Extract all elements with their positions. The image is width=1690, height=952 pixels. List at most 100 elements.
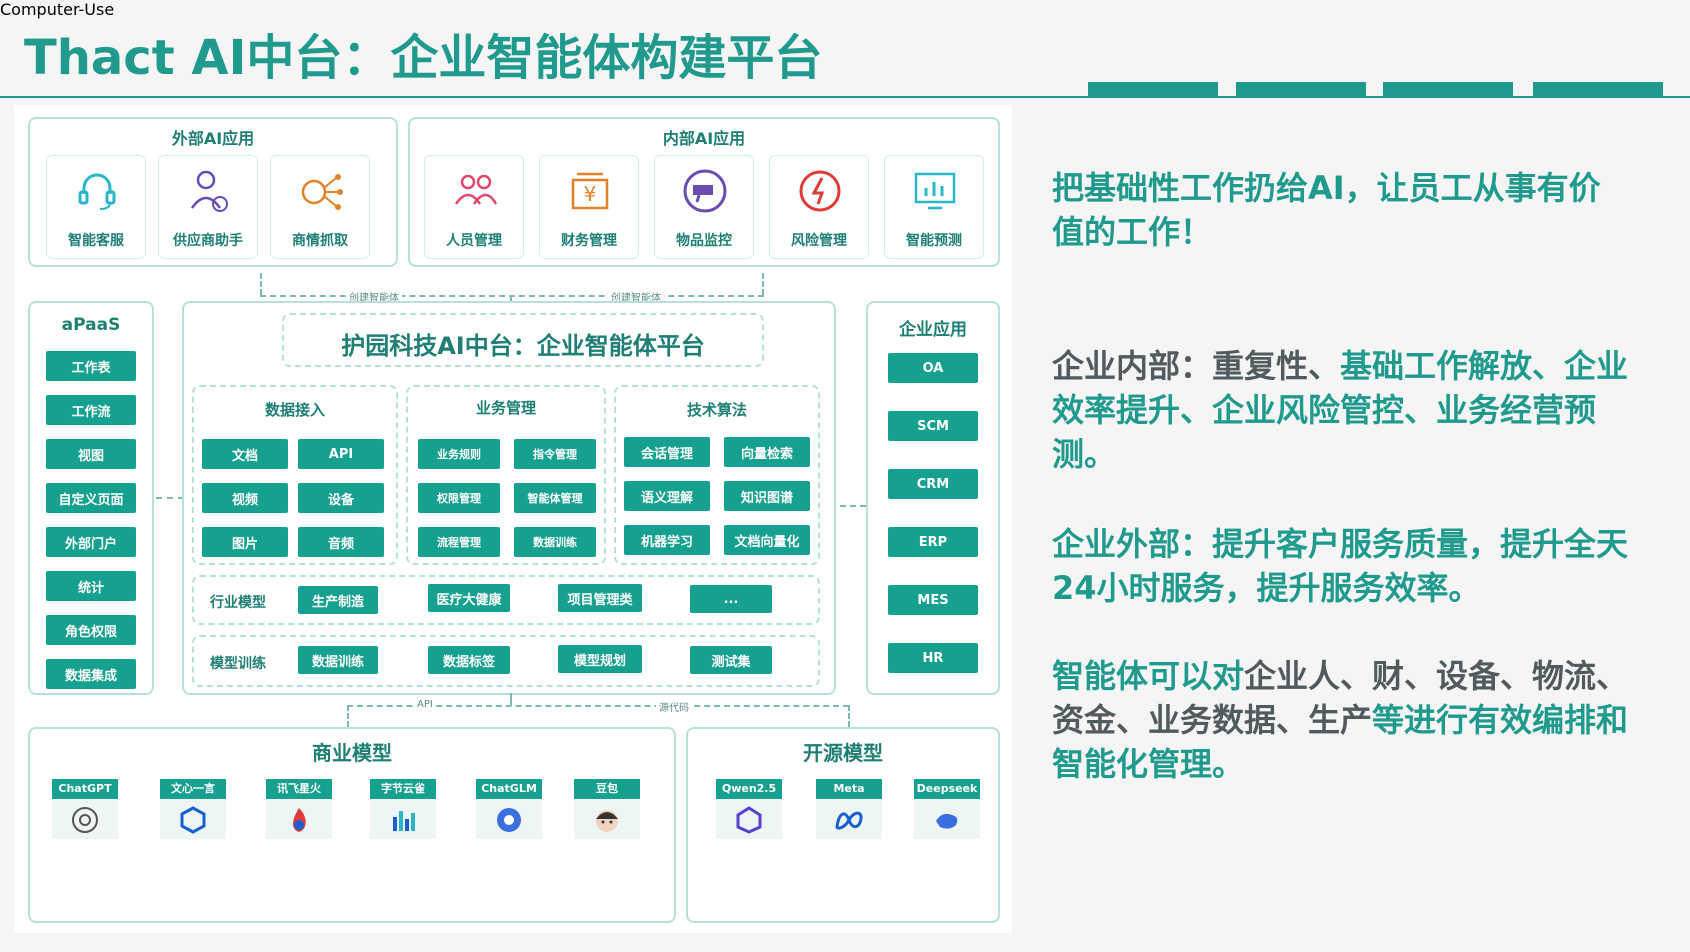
business-item[interactable]: 智能体管理 [514, 483, 596, 513]
connector-label: 创建智能体 [346, 289, 402, 304]
apaas-title: aPaaS [61, 315, 121, 335]
apaas-item-role-permissions[interactable]: 角色权限 [46, 615, 136, 645]
model-doubao[interactable]: 豆包 [574, 779, 640, 839]
connector [510, 693, 512, 705]
network-scrape-icon [301, 174, 343, 210]
bytedance-logo-icon [393, 811, 415, 831]
data-access-title: 数据接入 [264, 401, 325, 419]
connector [260, 273, 262, 295]
data-access-item[interactable]: 文档 [202, 439, 288, 469]
page-title: Thact AI中台：企业智能体构建平台 [24, 30, 823, 86]
model-training-label: 模型训练 [210, 656, 266, 672]
tech-item[interactable]: 会话管理 [624, 437, 710, 467]
app-card-finance-management[interactable]: ¥ 财务管理 [539, 155, 639, 259]
external-ai-apps-title: 外部AI应用 [171, 129, 255, 148]
model-meta[interactable]: Meta [816, 779, 882, 839]
tech-item[interactable]: 知识图谱 [724, 481, 810, 511]
doubao-logo-icon [596, 810, 618, 832]
header-divider [0, 96, 1690, 98]
tech-item[interactable]: 向量检索 [724, 437, 810, 467]
app-card-supplier-assistant[interactable]: 供应商助手 [158, 155, 258, 259]
app-card-label: 财务管理 [561, 233, 617, 249]
connector [347, 705, 349, 727]
data-access-item[interactable]: 视频 [202, 483, 288, 513]
model-bytedance-skylark[interactable]: 字节云雀 [370, 779, 436, 839]
model-qwen[interactable]: Qwen2.5 [716, 779, 782, 839]
spark-logo-icon [292, 808, 306, 832]
business-item[interactable]: 数据训练 [514, 527, 596, 557]
model-training-item[interactable]: 模型规划 [558, 645, 642, 673]
tech-item[interactable]: 文档向量化 [724, 525, 810, 555]
tech-algorithm-group: 技术算法 会话管理 向量检索 语义理解 知识图谱 机器学习 文档向量化 [614, 385, 820, 565]
model-xunfei-spark[interactable]: 讯飞星火 [266, 779, 332, 839]
model-training-item[interactable]: 数据标签 [428, 646, 510, 674]
apaas-item-data-integration[interactable]: 数据集成 [46, 659, 136, 689]
app-card-label: 物品监控 [676, 233, 732, 249]
data-access-item[interactable]: 图片 [202, 527, 288, 557]
model-training-item[interactable]: 数据训练 [298, 646, 378, 674]
svg-text:¥: ¥ [584, 182, 597, 206]
business-item[interactable]: 业务规则 [418, 439, 500, 469]
paragraph-agents-prefix: 智能体可以对 [1052, 657, 1245, 695]
model-training-item[interactable]: 测试集 [690, 646, 772, 674]
tech-item[interactable]: 机器学习 [624, 525, 710, 555]
enterprise-app-erp[interactable]: ERP [888, 527, 978, 557]
connector-label: API [414, 699, 436, 710]
model-deepseek[interactable]: Deepseek [914, 779, 980, 839]
industry-model-item[interactable]: ... [690, 585, 772, 613]
business-item[interactable]: 流程管理 [418, 527, 500, 557]
apaas-item-workflow[interactable]: 工作流 [46, 395, 136, 425]
business-management-title: 业务管理 [475, 399, 536, 417]
headline-text: 把基础性工作扔给AI，让员工从事有价值的工作！ [1052, 169, 1601, 251]
apaas-item-portal[interactable]: 外部门户 [46, 527, 136, 557]
connector [260, 295, 764, 297]
apaas-item-worksheet[interactable]: 工作表 [46, 351, 136, 381]
data-access-item[interactable]: 音频 [298, 527, 384, 557]
apaas-item-view[interactable]: 视图 [46, 439, 136, 469]
enterprise-apps-title: 企业应用 [899, 320, 967, 340]
deepseek-logo-icon [936, 813, 958, 829]
chatglm-logo-icon [497, 808, 521, 832]
app-card-label: 商情抓取 [292, 233, 348, 249]
model-training-row: 模型训练 数据训练 数据标签 模型规划 测试集 [192, 635, 820, 687]
industry-model-item[interactable]: 项目管理类 [558, 584, 642, 612]
architecture-diagram: 外部AI应用 智能客服 供应商助手 商情抓取 内部AI应用 人员管理 ¥ 财务管… [14, 105, 1012, 933]
model-label: Meta [816, 779, 882, 799]
model-wenxin[interactable]: 文心一言 [160, 779, 226, 839]
ai-platform-panel: 护园科技AI中台：企业智能体平台 数据接入 文档 API 视频 设备 图片 音频… [182, 301, 836, 695]
internal-ai-apps-title: 内部AI应用 [662, 129, 746, 148]
model-chatgpt[interactable]: ChatGPT [52, 779, 118, 839]
data-access-item[interactable]: API [298, 439, 384, 469]
connector [848, 705, 850, 727]
apaas-item-custom-page[interactable]: 自定义页面 [46, 483, 136, 513]
yen-icon: ¥ [571, 172, 609, 210]
paragraph-agents-suffix: 等进行有效编排和智能化管理。 [1052, 701, 1629, 783]
app-card-risk-management[interactable]: 风险管理 [769, 155, 869, 259]
model-chatglm[interactable]: ChatGLM [476, 779, 542, 839]
supplier-person-icon [190, 170, 228, 212]
app-card-hr-management[interactable]: 人员管理 [424, 155, 524, 259]
tech-item[interactable]: 语义理解 [624, 481, 710, 511]
industry-model-item[interactable]: 生产制造 [298, 586, 378, 614]
data-access-group: 数据接入 文档 API 视频 设备 图片 音频 [192, 385, 398, 565]
app-card-customer-service[interactable]: 智能客服 [46, 155, 146, 259]
industry-model-item[interactable]: 医疗大健康 [428, 584, 510, 612]
enterprise-app-crm[interactable]: CRM [888, 469, 978, 499]
app-card-market-scrape[interactable]: 商情抓取 [270, 155, 370, 259]
app-card-item-monitoring[interactable]: 物品监控 [654, 155, 754, 259]
business-item[interactable]: 指令管理 [514, 439, 596, 469]
header-accent-bar [1236, 82, 1366, 96]
apaas-item-statistics[interactable]: 统计 [46, 571, 136, 601]
camera-icon [683, 169, 727, 213]
enterprise-app-hr[interactable]: HR [888, 643, 978, 673]
paragraph-internal: 企业内部：重复性、基础工作解放、企业效率提升、企业风险管控、业务经营预测。 [1052, 344, 1632, 476]
app-card-smart-forecast[interactable]: 智能预测 [884, 155, 984, 259]
enterprise-app-mes[interactable]: MES [888, 585, 978, 615]
paragraph-internal-highlight: 基础工作解放、企业效率提升、企业风险管控、业务经营预测。 [1052, 347, 1629, 473]
platform-title: 护园科技AI中台：企业智能体平台 [341, 332, 705, 360]
business-item[interactable]: 权限管理 [418, 483, 500, 513]
external-ai-apps-panel: 外部AI应用 智能客服 供应商助手 商情抓取 [28, 117, 398, 267]
data-access-item[interactable]: 设备 [298, 483, 384, 513]
enterprise-app-scm[interactable]: SCM [888, 411, 978, 441]
enterprise-app-oa[interactable]: OA [888, 353, 978, 383]
